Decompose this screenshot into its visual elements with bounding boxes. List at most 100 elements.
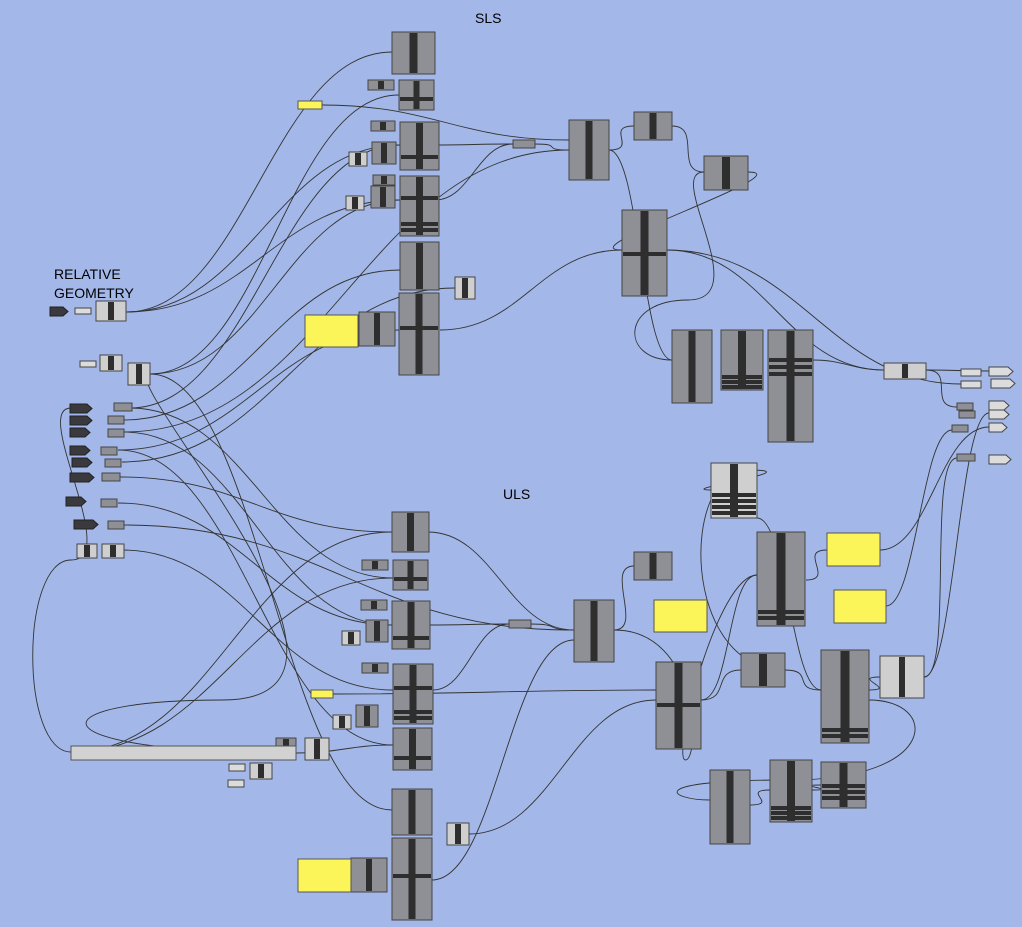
grasshopper-component-25[interactable] xyxy=(655,661,702,750)
param-node-18[interactable] xyxy=(951,424,969,433)
grasshopper-component-14[interactable] xyxy=(371,141,397,165)
param-pair-node-9[interactable] xyxy=(341,630,361,646)
grasshopper-component-28[interactable] xyxy=(820,649,870,744)
param-node-0[interactable] xyxy=(74,307,92,315)
yellow-panel-2[interactable] xyxy=(310,689,334,699)
param-pair-node-18[interactable] xyxy=(101,543,125,559)
grasshopper-component-11[interactable] xyxy=(720,329,764,391)
grasshopper-component-22[interactable] xyxy=(391,837,433,921)
yellow-panel-6[interactable] xyxy=(833,589,887,624)
param-pair-node-0[interactable] xyxy=(95,300,127,322)
input-param-8[interactable] xyxy=(73,519,99,530)
param-pair-node-17[interactable] xyxy=(76,543,98,559)
param-node-7[interactable] xyxy=(101,472,121,482)
yellow-panel-5[interactable] xyxy=(826,532,881,567)
param-pair-node-19[interactable] xyxy=(446,822,470,846)
param-node-4[interactable] xyxy=(107,428,125,438)
param-node-11[interactable] xyxy=(508,619,532,629)
param-pair-node-1[interactable] xyxy=(99,354,123,372)
grasshopper-component-17[interactable] xyxy=(392,559,429,591)
slider-bar[interactable] xyxy=(70,745,297,761)
yellow-panel-3[interactable] xyxy=(297,858,352,893)
param-node-13[interactable] xyxy=(227,779,245,788)
grasshopper-component-2[interactable] xyxy=(399,121,440,171)
input-param-3[interactable] xyxy=(69,427,91,438)
grasshopper-component-34[interactable] xyxy=(365,619,389,643)
output-param-0[interactable] xyxy=(988,366,1014,377)
param-pair-node-7[interactable] xyxy=(372,174,396,186)
grasshopper-component-0[interactable] xyxy=(391,31,436,75)
grasshopper-component-19[interactable] xyxy=(392,663,434,725)
input-param-6[interactable] xyxy=(69,472,95,483)
grasshopper-component-30[interactable] xyxy=(769,759,813,823)
output-param-1[interactable] xyxy=(990,378,1016,389)
param-node-15[interactable] xyxy=(960,380,982,389)
param-pair-node-12[interactable] xyxy=(360,599,388,611)
yellow-panel-4[interactable] xyxy=(653,599,708,633)
grasshopper-component-35[interactable] xyxy=(355,704,379,728)
output-param-5[interactable] xyxy=(988,454,1012,465)
param-node-1[interactable] xyxy=(79,360,97,368)
grasshopper-component-21[interactable] xyxy=(391,788,433,836)
output-param-2[interactable] xyxy=(988,400,1010,411)
yellow-panel-0[interactable] xyxy=(297,100,323,110)
output-param-4[interactable] xyxy=(988,422,1008,433)
grasshopper-component-23[interactable] xyxy=(573,599,615,663)
grasshopper-component-24[interactable] xyxy=(633,551,673,581)
param-pair-node-4[interactable] xyxy=(348,151,368,167)
param-pair-node-8[interactable] xyxy=(367,79,395,91)
param-node-12[interactable] xyxy=(228,763,246,772)
param-pair-node-3[interactable] xyxy=(454,276,476,300)
grasshopper-component-3[interactable] xyxy=(399,175,440,237)
input-param-7[interactable] xyxy=(65,496,87,507)
param-node-16[interactable] xyxy=(956,402,974,411)
param-node-9[interactable] xyxy=(107,520,125,530)
param-node-14[interactable] xyxy=(960,368,982,377)
param-pair-node-20[interactable] xyxy=(883,362,927,380)
param-node-6[interactable] xyxy=(104,458,122,468)
grasshopper-component-32[interactable] xyxy=(710,462,758,519)
param-node-8[interactable] xyxy=(100,498,118,508)
grasshopper-component-8[interactable] xyxy=(703,155,749,191)
grasshopper-component-16[interactable] xyxy=(391,511,430,553)
param-node-10[interactable] xyxy=(512,139,536,149)
param-pair-node-15[interactable] xyxy=(304,737,330,761)
param-pair-node-2[interactable] xyxy=(127,362,151,386)
param-node-19[interactable] xyxy=(956,453,976,462)
grasshopper-component-15[interactable] xyxy=(370,185,396,209)
grasshopper-component-33[interactable] xyxy=(350,857,388,893)
input-param-5[interactable] xyxy=(71,457,93,468)
param-pair-node-5[interactable] xyxy=(345,195,365,211)
input-param-4[interactable] xyxy=(69,445,91,456)
output-param-3[interactable] xyxy=(988,409,1010,420)
grasshopper-component-26[interactable] xyxy=(740,652,786,688)
param-pair-node-10[interactable] xyxy=(332,714,352,730)
grasshopper-component-7[interactable] xyxy=(633,111,673,141)
grasshopper-component-20[interactable] xyxy=(392,727,433,771)
grasshopper-component-9[interactable] xyxy=(621,209,668,297)
grasshopper-component-4[interactable] xyxy=(399,241,440,291)
input-param-2[interactable] xyxy=(69,415,93,426)
param-pair-node-16[interactable] xyxy=(249,762,273,780)
param-pair-node-6[interactable] xyxy=(370,120,396,132)
grasshopper-component-12[interactable] xyxy=(767,329,814,443)
grasshopper-component-29[interactable] xyxy=(709,769,751,845)
grasshopper-component-27[interactable] xyxy=(756,531,806,627)
grasshopper-component-5[interactable] xyxy=(398,292,440,376)
grasshopper-component-18[interactable] xyxy=(391,600,431,650)
input-param-0[interactable] xyxy=(49,306,69,317)
param-node-5[interactable] xyxy=(100,446,118,456)
input-param-1[interactable] xyxy=(69,403,93,414)
grasshopper-component-1[interactable] xyxy=(398,79,435,111)
param-node-2[interactable] xyxy=(113,402,133,412)
param-pair-node-21[interactable] xyxy=(879,655,925,699)
param-pair-node-13[interactable] xyxy=(361,662,389,674)
grasshopper-component-13[interactable] xyxy=(358,311,396,347)
yellow-panel-1[interactable] xyxy=(304,314,359,348)
grasshopper-component-10[interactable] xyxy=(671,329,713,404)
param-pair-node-11[interactable] xyxy=(361,559,389,571)
grasshopper-component-31[interactable] xyxy=(820,761,867,809)
grasshopper-component-6[interactable] xyxy=(568,119,610,181)
param-node-17[interactable] xyxy=(958,410,976,419)
